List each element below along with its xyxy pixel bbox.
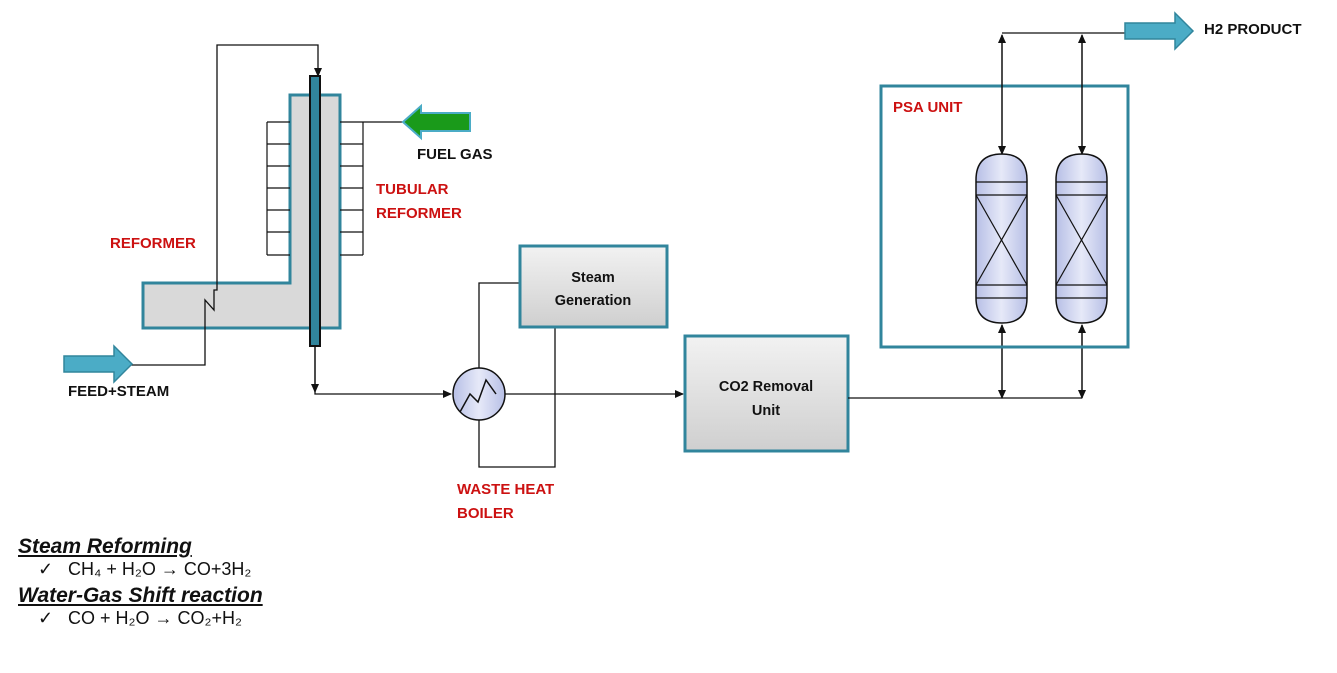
steam-loop-line bbox=[478, 282, 556, 468]
fuel-gas-label: FUEL GAS bbox=[417, 146, 493, 163]
reactions-block: Steam Reforming ✓ CH₄ + H₂O → CO+3H₂ Wate… bbox=[18, 535, 263, 629]
psa-vessel-2 bbox=[1055, 153, 1108, 324]
checkmark-icon: ✓ bbox=[38, 608, 54, 628]
reformer-tube bbox=[309, 75, 321, 347]
wgs-equation: ✓ CO + H₂O → CO₂+H₂ bbox=[38, 608, 263, 629]
tubular-reformer-label-2: REFORMER bbox=[376, 205, 462, 222]
co2-removal-box: CO2 Removal Unit bbox=[683, 334, 850, 453]
psa-feed-header bbox=[848, 324, 1086, 399]
feed-steam-arrow-icon bbox=[63, 344, 134, 384]
reformer-outlet-line bbox=[314, 346, 452, 398]
psa-vessel-1 bbox=[975, 153, 1028, 324]
psa-unit-label: PSA UNIT bbox=[893, 99, 962, 116]
waste-heat-label-2: BOILER bbox=[457, 505, 514, 522]
tubular-reformer-label-1: TUBULAR bbox=[376, 181, 449, 198]
steam-reforming-equation: ✓ CH₄ + H₂O → CO+3H₂ bbox=[38, 559, 263, 580]
steam-generation-label-1: Steam bbox=[571, 270, 615, 286]
h2-product-arrow-icon bbox=[1124, 11, 1195, 51]
co2-removal-label-2: Unit bbox=[752, 403, 780, 419]
h2-product-label: H2 PRODUCT bbox=[1204, 21, 1302, 38]
co2-removal-label-1: CO2 Removal bbox=[719, 379, 813, 395]
waste-heat-label-1: WASTE HEAT bbox=[457, 481, 554, 498]
feed-line bbox=[130, 44, 322, 366]
steam-reforming-title: Steam Reforming bbox=[18, 535, 192, 558]
psa-unit-box bbox=[879, 84, 1130, 349]
checkmark-icon: ✓ bbox=[38, 559, 54, 579]
steam-generation-label-2: Generation bbox=[555, 293, 632, 309]
reformer-coil-grid bbox=[266, 121, 403, 256]
wgs-title: Water-Gas Shift reaction bbox=[18, 584, 263, 607]
steam-generation-box: Steam Generation bbox=[518, 244, 669, 329]
waste-heat-boiler bbox=[452, 367, 506, 421]
wgs-eq-text: CO + H₂O → CO₂+H₂ bbox=[68, 608, 242, 628]
h2-product-header bbox=[998, 32, 1125, 155]
feed-steam-label: FEED+STEAM bbox=[68, 383, 169, 400]
reformer-furnace bbox=[141, 93, 342, 330]
reformer-label: REFORMER bbox=[110, 235, 196, 252]
steam-reforming-eq-text: CH₄ + H₂O → CO+3H₂ bbox=[68, 559, 252, 579]
fuel-gas-arrow-icon bbox=[401, 103, 471, 141]
